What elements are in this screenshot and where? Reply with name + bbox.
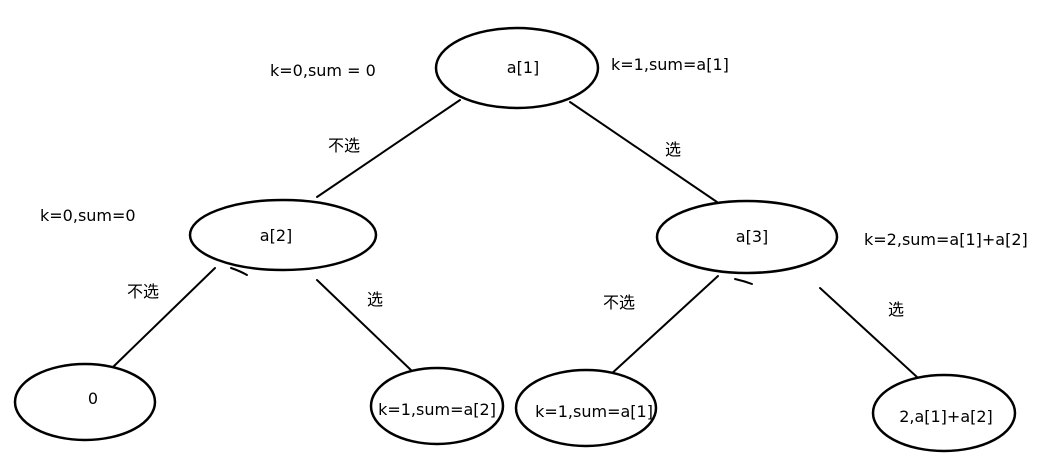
node-right-right: 2,a[1]+a[2] — [871, 373, 1017, 453]
node-right-label: a[3] — [736, 227, 768, 246]
edge-right-to-right-right — [819, 287, 918, 378]
edge-label-root-left: 不选 — [328, 136, 360, 155]
node-right-left-label: k=1,sum=a[1] — [535, 402, 653, 421]
edge-label-right-right: 选 — [888, 300, 904, 319]
node-left-label: a[2] — [260, 226, 292, 245]
edge-label-left-left: 不选 — [127, 282, 159, 301]
node-left-left: 0 — [13, 362, 157, 442]
tick-mark-left — [230, 267, 248, 276]
edge-right-to-right-left — [608, 275, 719, 377]
edge-root-to-right — [569, 101, 718, 203]
edge-label-left-right: 选 — [367, 290, 383, 309]
edge-root-to-left — [316, 99, 461, 198]
node-left-right-label: k=1,sum=a[2] — [378, 400, 496, 419]
node-root: a[1] — [434, 26, 600, 110]
annotation-root-right: k=1,sum=a[1] — [611, 55, 729, 74]
edge-label-root-right: 选 — [665, 140, 681, 159]
edge-left-to-left-right — [316, 279, 414, 373]
edge-left-to-left-left — [112, 267, 216, 368]
node-right-right-label: 2,a[1]+a[2] — [899, 407, 993, 426]
node-left-left-label: 0 — [88, 389, 98, 408]
node-root-label: a[1] — [507, 58, 539, 77]
annotation-root-left: k=0,sum = 0 — [270, 61, 376, 80]
tick-mark-right — [734, 278, 753, 285]
node-right-left: k=1,sum=a[1] — [514, 368, 658, 448]
node-left: a[2] — [188, 198, 378, 272]
node-right: a[3] — [655, 199, 839, 275]
annotation-right-node: k=2,sum=a[1]+a[2] — [864, 230, 1028, 249]
node-left-right: k=1,sum=a[2] — [369, 366, 505, 446]
annotation-left-node: k=0,sum=0 — [40, 206, 136, 225]
edge-label-right-left: 不选 — [603, 293, 635, 312]
